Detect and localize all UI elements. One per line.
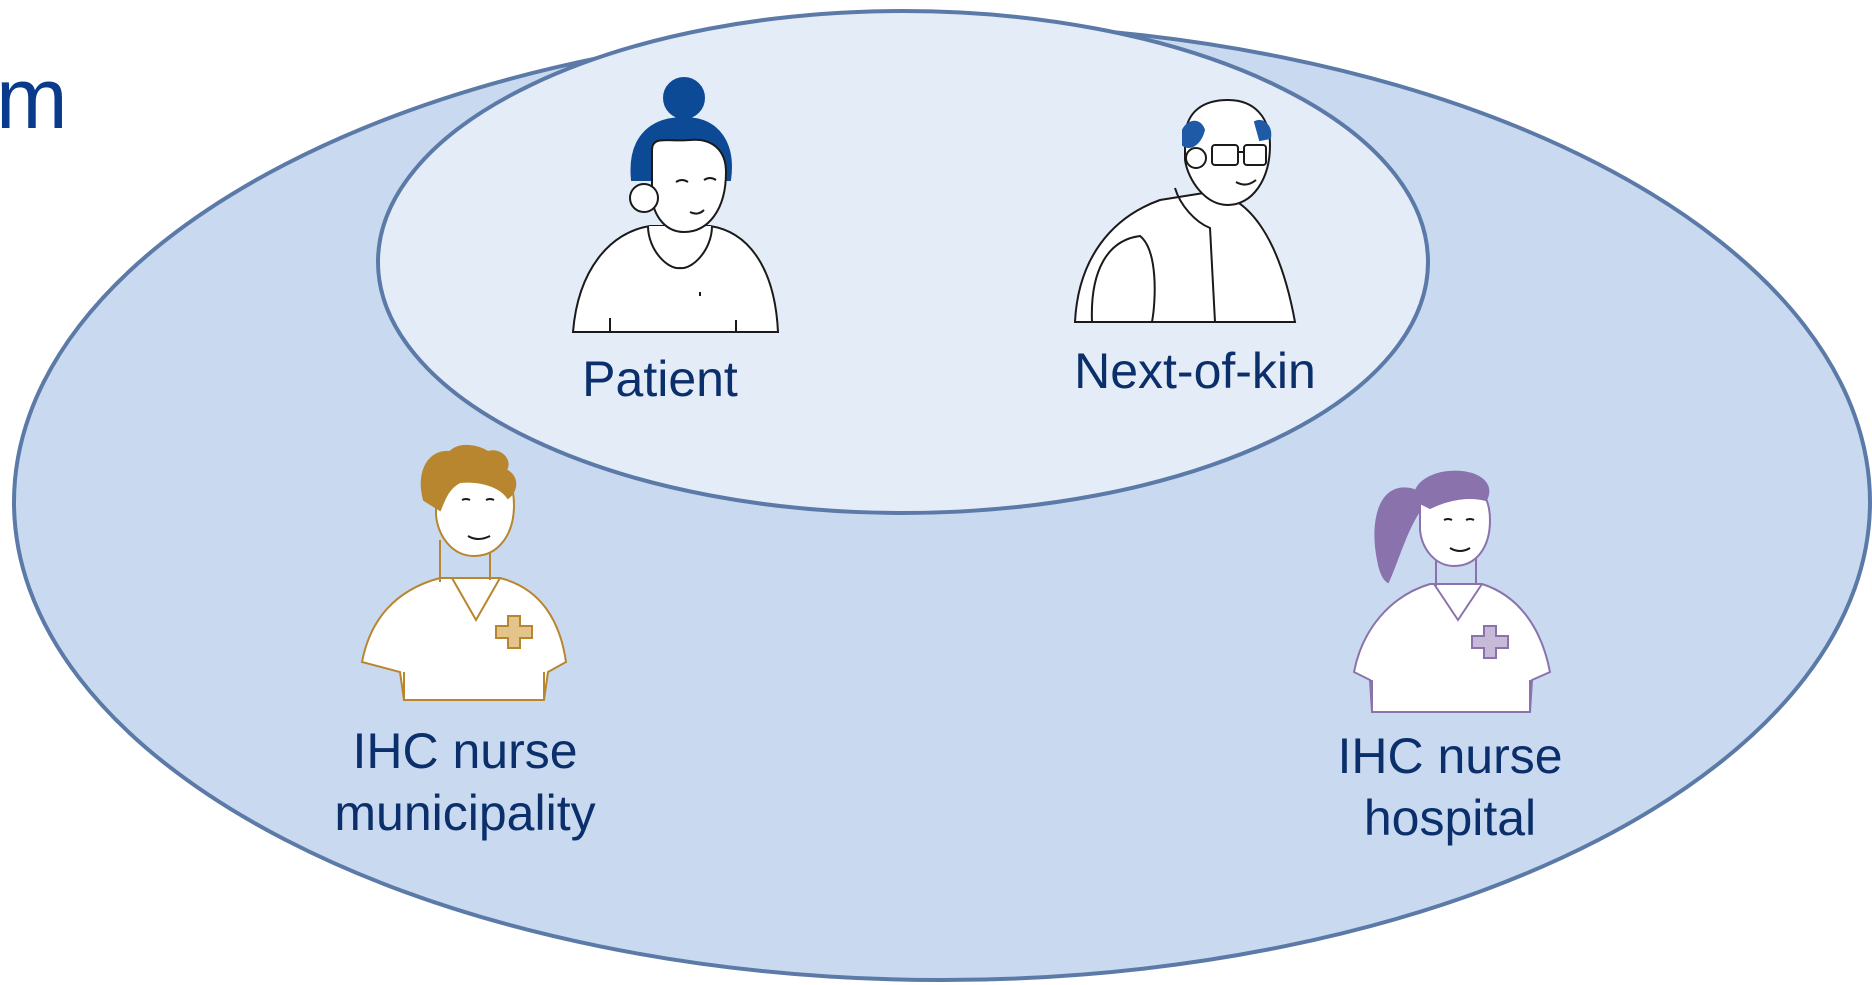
nurse-hospital-label-line1: IHC nurse — [1337, 728, 1563, 784]
patient-label-text: Patient — [582, 351, 738, 407]
next-of-kin-label-text: Next-of-kin — [1074, 343, 1316, 399]
patient-label: Patient — [520, 348, 800, 410]
nurse-hospital-label: IHC nurse hospital — [1300, 725, 1600, 849]
patient-figure — [571, 77, 780, 333]
next-of-kin-label: Next-of-kin — [1030, 340, 1360, 402]
nurse-municipality-figure — [360, 445, 568, 701]
nurse-hospital-figure — [1352, 470, 1552, 713]
slide-title-fragment: m — [0, 51, 68, 147]
nurse-hospital-label-line2: hospital — [1363, 790, 1537, 846]
nurse-municipality-label: IHC nurse municipality — [300, 720, 630, 844]
nurse-municipality-label-line1: IHC nurse — [352, 723, 578, 779]
next-of-kin-figure — [1073, 98, 1297, 323]
nurse-municipality-label-line2: municipality — [334, 785, 596, 841]
